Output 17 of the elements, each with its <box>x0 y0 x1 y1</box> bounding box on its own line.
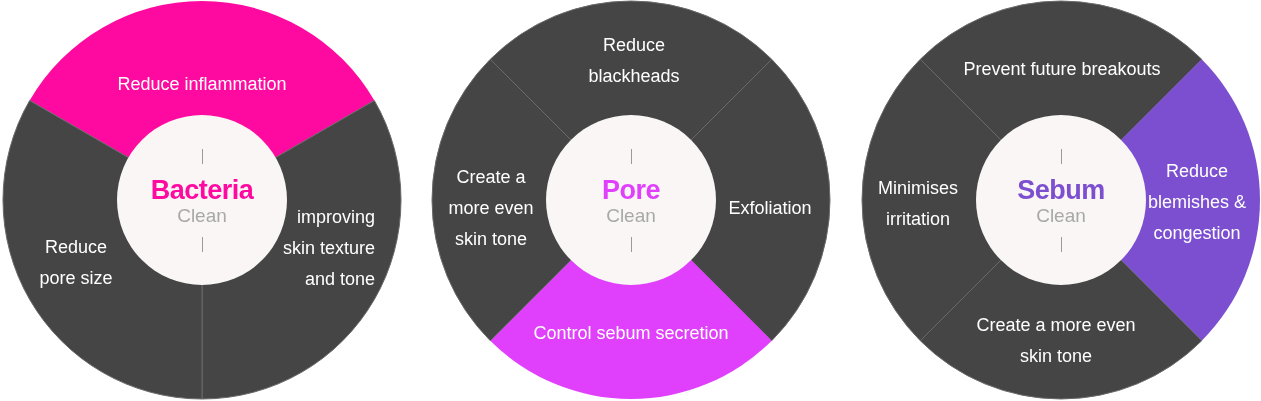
segment-label: Reduce blemishes & congestion <box>1142 155 1252 249</box>
segment-label: Prevent future breakouts <box>937 53 1187 85</box>
segment-label: improving skin texture and tone <box>265 201 375 295</box>
center-subtitle: Clean <box>1036 204 1086 227</box>
center-title: Pore <box>602 174 660 205</box>
center-subtitle: Clean <box>606 204 656 227</box>
segment-label: Exfoliation <box>715 192 825 224</box>
segment-label: Minimises irritation <box>863 173 973 235</box>
center-title: Sebum <box>1017 174 1105 205</box>
segment-label: Create a more even skin tone <box>441 161 541 255</box>
center-subtitle: Clean <box>177 204 227 227</box>
segment-label: Reduce blackheads <box>564 30 704 92</box>
segment-label: Control sebum secretion <box>511 317 751 349</box>
center-title: Bacteria <box>150 174 254 205</box>
segment-label: Create a more even skin tone <box>961 310 1151 372</box>
segment-label: Reduce pore size <box>26 232 126 294</box>
segment-label: Reduce inflammation <box>82 68 322 100</box>
